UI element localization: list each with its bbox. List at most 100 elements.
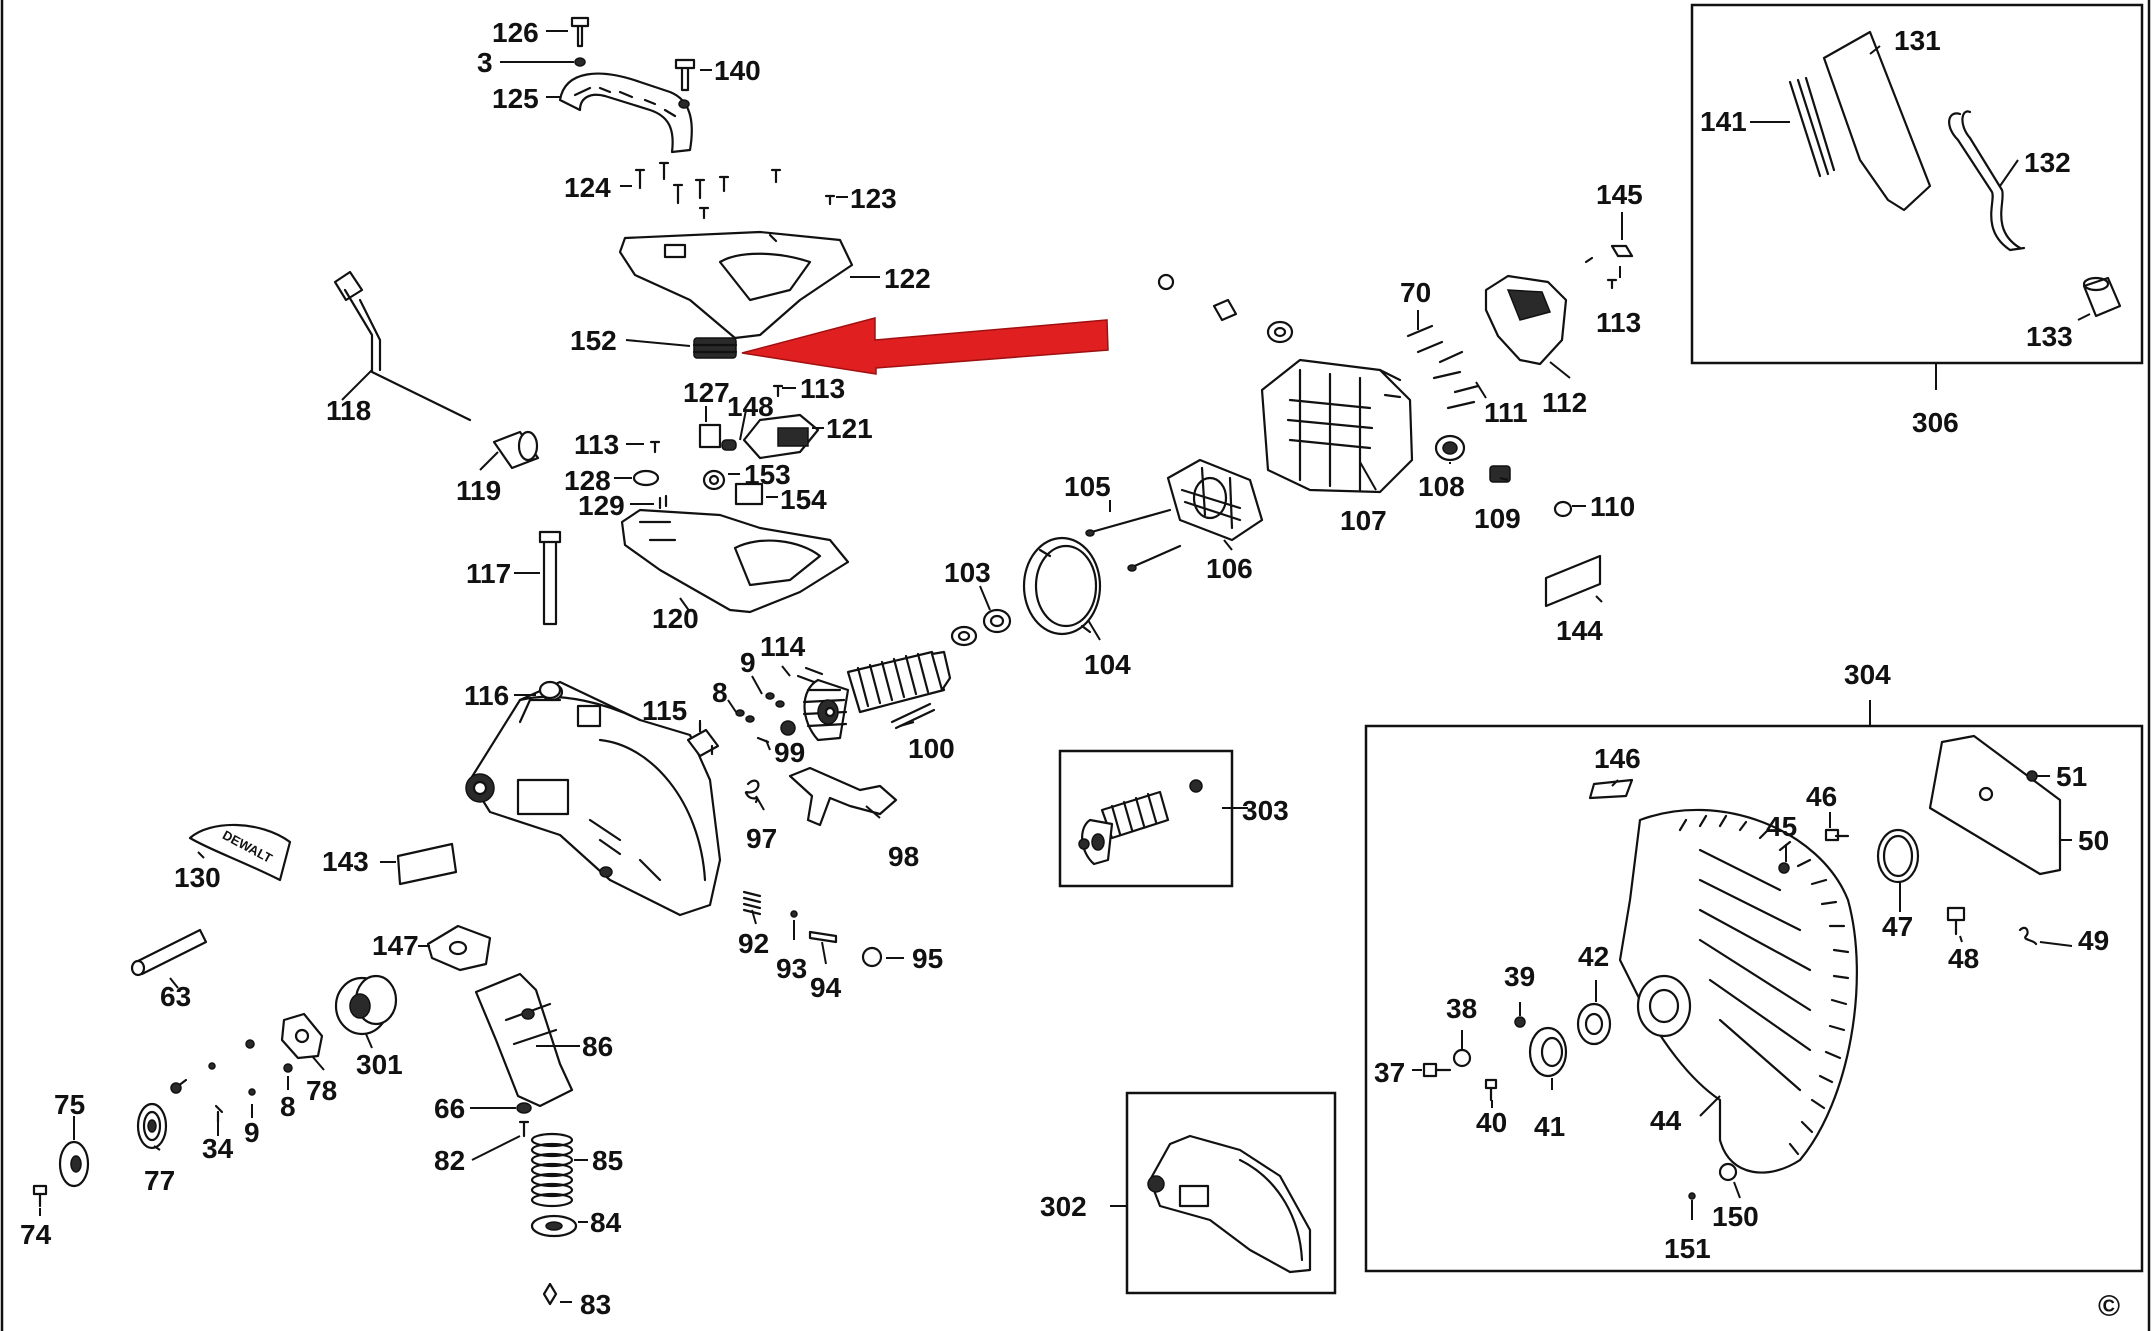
label-85: 85 (592, 1145, 623, 1176)
label-38: 38 (1446, 993, 1477, 1024)
handle-group (558, 16, 854, 614)
label-8a: 8 (712, 677, 728, 708)
label-63: 63 (160, 981, 191, 1012)
label-116: 116 (464, 680, 509, 711)
label-153: 153 (744, 459, 791, 490)
motor-housing (1085, 244, 1634, 608)
label-304: 304 (1844, 659, 1891, 690)
label-121: 121 (826, 413, 873, 444)
label-125: 125 (492, 83, 539, 114)
arm-housing (465, 680, 722, 917)
label-45: 45 (1766, 811, 1797, 842)
leader-lines (39, 30, 2091, 1303)
label-83: 83 (580, 1289, 611, 1320)
label-119: 119 (456, 475, 501, 506)
label-75: 75 (54, 1089, 85, 1120)
label-110: 110 (1590, 491, 1635, 522)
label-42: 42 (1578, 941, 1609, 972)
label-129: 129 (578, 490, 625, 521)
label-94: 94 (810, 972, 842, 1003)
label-98: 98 (888, 841, 919, 872)
label-111: 111 (1484, 397, 1528, 428)
label-109: 109 (1474, 503, 1521, 534)
label-74: 74 (20, 1219, 52, 1250)
label-131: 131 (1894, 25, 1941, 56)
label-150: 150 (1712, 1201, 1759, 1232)
label-41: 41 (1534, 1111, 1565, 1142)
label-120: 120 (652, 603, 699, 634)
label-84: 84 (590, 1207, 622, 1238)
label-123: 123 (850, 183, 897, 214)
armature (780, 650, 952, 742)
label-141: 141 (1700, 106, 1747, 137)
label-9a: 9 (740, 647, 756, 678)
label-301: 301 (356, 1049, 403, 1080)
label-44: 44 (1650, 1105, 1682, 1136)
label-152: 152 (570, 325, 617, 356)
part-labels: 126 3 125 140 124 123 122 152 118 127 14… (20, 17, 2109, 1320)
label-126: 126 (492, 17, 539, 48)
label-112: 112 (1542, 387, 1587, 418)
label-93: 93 (776, 953, 807, 984)
label-48: 48 (1948, 943, 1979, 974)
label-130: 130 (174, 862, 221, 893)
label-146: 146 (1594, 743, 1641, 774)
label-144: 144 (1556, 615, 1603, 646)
label-82: 82 (434, 1145, 465, 1176)
label-77: 77 (144, 1165, 175, 1196)
label-103: 103 (944, 557, 991, 588)
label-306: 306 (1912, 407, 1959, 438)
label-70: 70 (1400, 277, 1431, 308)
box-303 (1058, 749, 1234, 888)
label-8b: 8 (280, 1091, 296, 1122)
label-303: 303 (1242, 795, 1289, 826)
label-100: 100 (908, 733, 955, 764)
box-306 (1690, 3, 2144, 365)
label-145: 145 (1596, 179, 1643, 210)
label-37: 37 (1374, 1057, 1405, 1088)
label-9b: 9 (244, 1117, 260, 1148)
label-105: 105 (1064, 471, 1111, 502)
label-122: 122 (884, 263, 931, 294)
label-49: 49 (2078, 925, 2109, 956)
cord-group (333, 270, 562, 626)
label-46: 46 (1806, 781, 1837, 812)
lower-left-parts: DEWALT (32, 823, 883, 1306)
label-140: 140 (714, 55, 761, 86)
label-151: 151 (1664, 1233, 1711, 1264)
label-124: 124 (564, 172, 611, 203)
box-304 (1364, 724, 2144, 1273)
label-113c: 113 (1596, 307, 1641, 338)
label-78: 78 (306, 1075, 337, 1106)
label-133: 133 (2026, 321, 2073, 352)
label-107: 107 (1340, 505, 1387, 536)
label-66: 66 (434, 1093, 465, 1124)
label-127: 127 (683, 377, 730, 408)
label-113b: 113 (574, 429, 619, 460)
label-302: 302 (1040, 1191, 1087, 1222)
label-104: 104 (1084, 649, 1131, 680)
label-114: 114 (760, 631, 806, 662)
motor-rear (950, 536, 1102, 647)
label-40: 40 (1476, 1107, 1507, 1138)
box-302 (1125, 1091, 1337, 1295)
label-147: 147 (372, 930, 419, 961)
label-154: 154 (780, 484, 827, 515)
label-99: 99 (774, 737, 805, 768)
label-95: 95 (912, 943, 943, 974)
label-148: 148 (727, 391, 774, 422)
label-3: 3 (477, 47, 493, 78)
label-113a: 113 (800, 373, 845, 404)
copyright-mark: © (2098, 1290, 2120, 1323)
label-86: 86 (582, 1031, 613, 1062)
brush-parts (686, 666, 898, 827)
label-128: 128 (564, 465, 611, 496)
label-51: 51 (2056, 761, 2087, 792)
label-97: 97 (746, 823, 777, 854)
label-34: 34 (202, 1133, 234, 1164)
label-50: 50 (2078, 825, 2109, 856)
label-106: 106 (1206, 553, 1253, 584)
label-47: 47 (1882, 911, 1913, 942)
label-108: 108 (1418, 471, 1465, 502)
